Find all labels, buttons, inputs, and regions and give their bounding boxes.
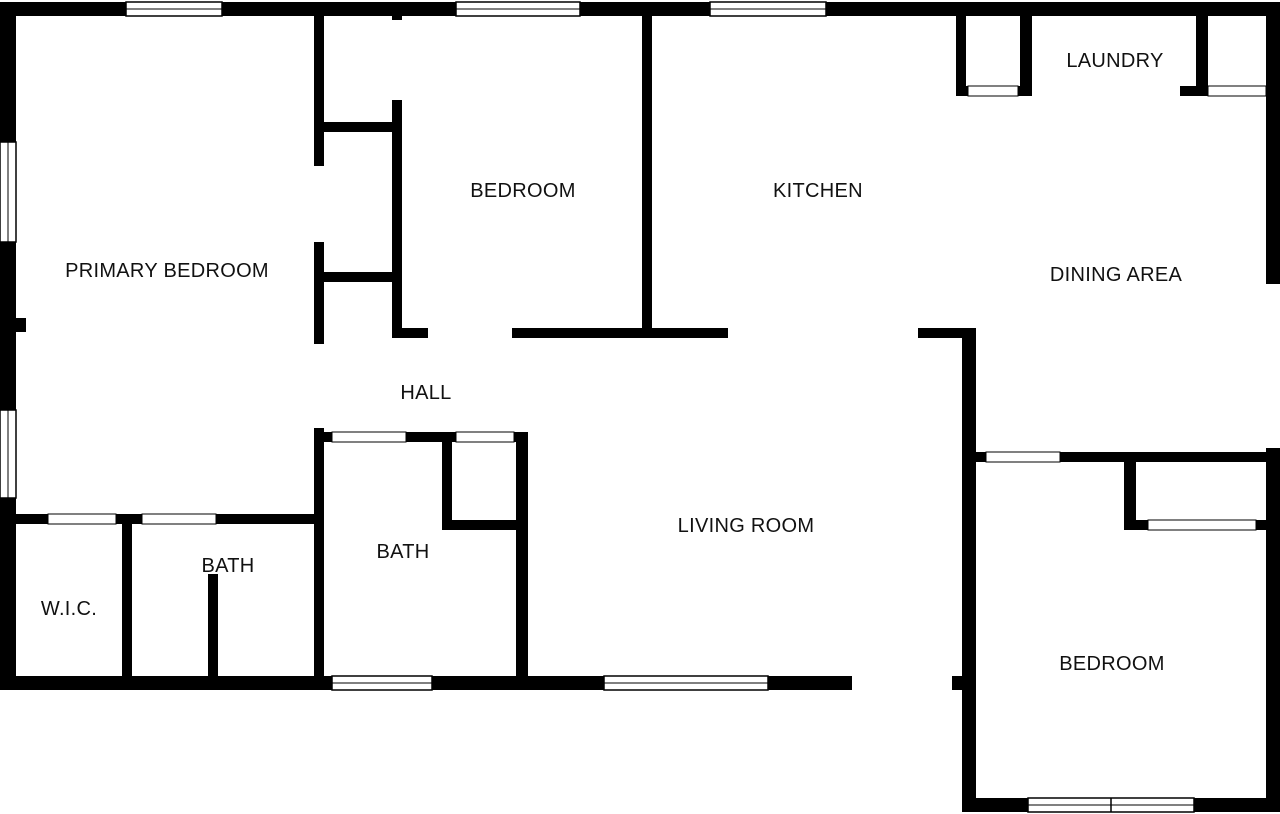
wall-dining-west-stub [918, 328, 976, 338]
wall-closet-shelf-2 [314, 272, 402, 282]
label-bedroom-north: BEDROOM [470, 180, 575, 202]
opening-bath-primary [142, 514, 216, 524]
label-kitchen: KITCHEN [773, 180, 863, 202]
wall-west [0, 2, 16, 690]
label-bath-primary: BATH [201, 555, 254, 577]
opening-bedroom-closet [1148, 520, 1256, 530]
wall-laundry-post [1020, 14, 1032, 96]
wall-closet-east [392, 2, 402, 338]
wall-closet-shelf-1 [314, 122, 402, 132]
window-south-living [603, 675, 769, 691]
wall-bedroom-south-a [392, 328, 428, 338]
opening-closet-upper [392, 20, 402, 100]
wall-bump [14, 318, 26, 332]
window-south-bedroom [1027, 797, 1195, 813]
opening-bedroom-hall [428, 328, 512, 338]
label-primary-bedroom: PRIMARY BEDROOM [65, 260, 269, 282]
opening-laundry-a [968, 86, 1018, 96]
label-bath-central: BATH [376, 541, 429, 563]
wall-bath-east [516, 432, 528, 690]
opening-kitchen-living [728, 328, 918, 338]
wall-wic-bath-divider [122, 514, 132, 690]
wall-linen-south [442, 520, 528, 530]
opening-linen [456, 432, 514, 442]
wall-laundry-west [956, 14, 966, 96]
label-hall: HALL [400, 382, 451, 404]
label-living-room: LIVING ROOM [678, 515, 815, 537]
opening-living-south [852, 676, 952, 690]
opening-bedroom-dining [986, 452, 1060, 462]
room-labels: PRIMARY BEDROOM BEDROOM KITCHEN LAUNDRY … [41, 50, 1183, 675]
window-north-kitchen [709, 1, 827, 17]
wall-linen-west [442, 432, 452, 530]
opening-hall-primary [314, 344, 324, 428]
opening-bath-hall [332, 432, 406, 442]
window-west-lower [0, 409, 17, 499]
opening-east-dining [1266, 284, 1280, 448]
wall-bedroom-closet-west [1124, 452, 1136, 530]
wall-dining-south [962, 452, 1280, 462]
label-wic: W.I.C. [41, 598, 97, 620]
opening-frames [47, 85, 1267, 531]
wall-bedroom-kitchen-south [512, 328, 728, 338]
window-south-bath [331, 675, 433, 691]
opening-closet-primary [314, 166, 324, 242]
label-bedroom-south: BEDROOM [1059, 653, 1164, 675]
wall-laundry-east [1196, 14, 1208, 96]
wall-bedroom-kitchen-divider [642, 14, 652, 338]
door-openings [48, 20, 1280, 690]
window-north-primary [125, 1, 223, 17]
opening-laundry-b [1208, 86, 1266, 96]
window-west-upper [0, 141, 17, 243]
wall-south-main [0, 676, 976, 690]
wall-bath-north [314, 432, 528, 442]
wall-bath-stub [208, 574, 218, 690]
window-north-bedroom [455, 1, 581, 17]
wall-laundry-bottom-b [1180, 86, 1208, 96]
opening-wic [48, 514, 116, 524]
wall-bedroom-west [962, 328, 976, 812]
wall-east-lower [1266, 450, 1280, 812]
label-laundry: LAUNDRY [1066, 50, 1163, 72]
windows [0, 1, 1195, 813]
label-dining-area: DINING AREA [1050, 264, 1183, 286]
